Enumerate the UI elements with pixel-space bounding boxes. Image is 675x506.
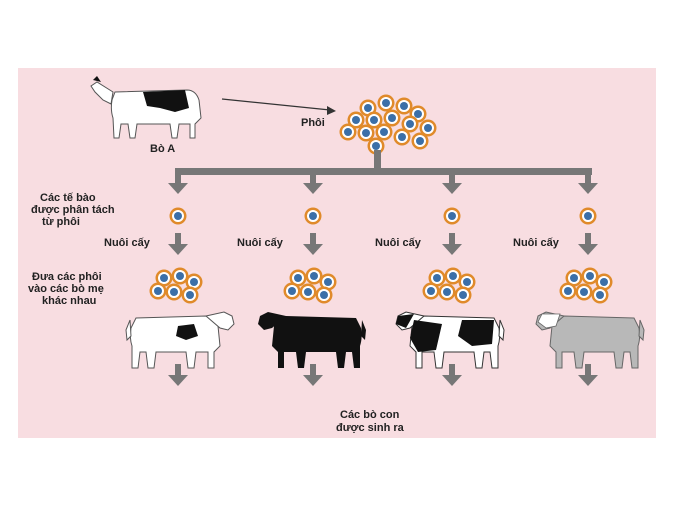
surrogate-cow-1-icon — [125, 311, 235, 369]
cow-a-icon — [90, 76, 202, 139]
offspring-label: Các bò con được sinh ra — [336, 409, 405, 434]
culture-label-1: Nuôi cấy — [104, 237, 151, 249]
cow-a-label: Bò A — [150, 143, 175, 155]
surrogate-cow-3-icon — [395, 311, 505, 369]
culture-label-3: Nuôi cấy — [375, 237, 422, 249]
culture-label-4: Nuôi cấy — [513, 237, 560, 249]
arrow-cow-to-embryo — [221, 98, 336, 115]
embryo-label: Phôi — [301, 117, 325, 129]
transfer-label: Đưa các phôi vào các bò mẹ khác nhau — [28, 271, 107, 307]
branch-connector — [175, 150, 592, 175]
separated-cells-label: Các tế bào được phân tách từ phôi — [31, 192, 118, 228]
background-panel — [18, 68, 656, 438]
culture-label-2: Nuôi cấy — [237, 237, 284, 249]
surrogate-cow-4-icon — [535, 311, 645, 369]
